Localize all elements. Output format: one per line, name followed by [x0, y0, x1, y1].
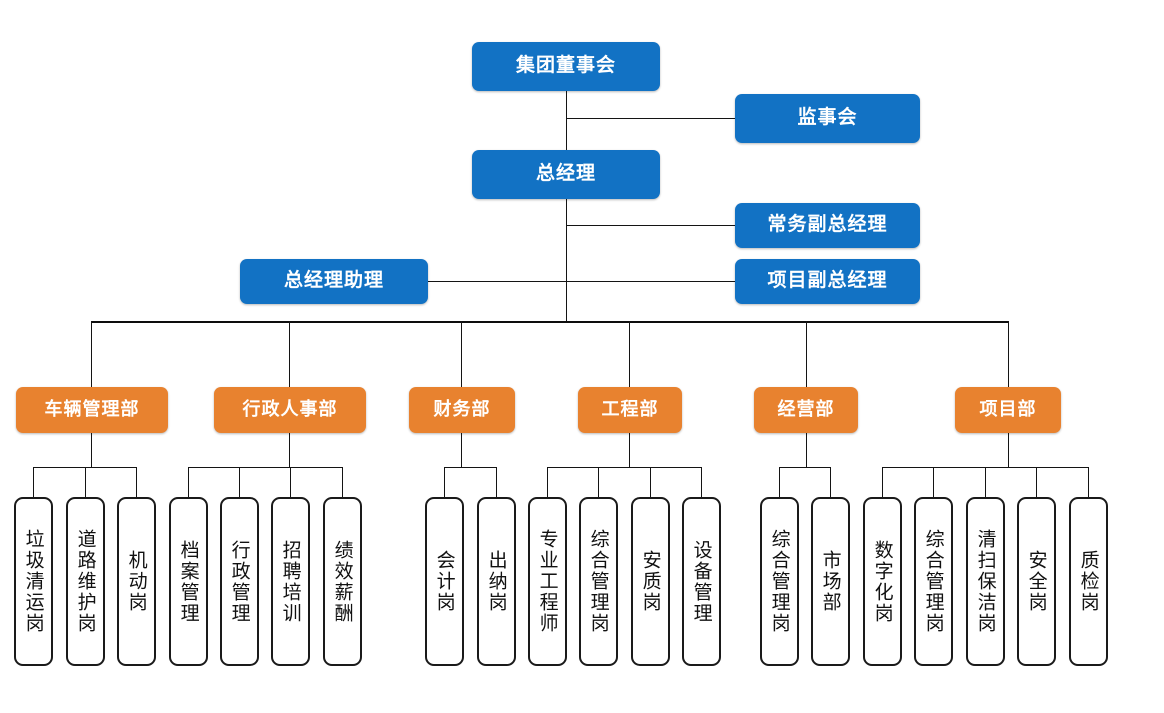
connector-gm-to-assistant — [428, 281, 566, 282]
position-label: 绩效薪酬 — [331, 539, 354, 624]
position-label: 质检岗 — [1077, 550, 1100, 613]
connector-dept0-leaf-1 — [85, 467, 86, 497]
position-box-4-1[interactable]: 市场部 — [811, 497, 850, 666]
position-label: 综合管理岗 — [922, 529, 945, 634]
position-label: 机动岗 — [125, 550, 148, 613]
sub-bus-dept3 — [547, 467, 702, 468]
position-box-3-3[interactable]: 设备管理 — [682, 497, 721, 666]
connector-dept0-leaf-2 — [136, 467, 137, 497]
department-node-4[interactable]: 经营部 — [754, 387, 858, 433]
connector-dept1-stem — [289, 433, 290, 467]
connector-dept3-leaf-1 — [598, 467, 599, 497]
connector-dept4-leaf-0 — [779, 467, 780, 497]
position-label: 出纳岗 — [485, 550, 508, 613]
connector-dept0-stem — [91, 433, 92, 467]
position-box-3-2[interactable]: 安质岗 — [631, 497, 670, 666]
position-label: 安全岗 — [1025, 550, 1048, 613]
connector-dept5-leaf-0 — [882, 467, 883, 497]
connector-dept2-stem — [461, 433, 462, 467]
department-node-5[interactable]: 项目部 — [955, 387, 1061, 433]
department-node-3[interactable]: 工程部 — [578, 387, 682, 433]
connector-gm-to-department-bus — [566, 199, 567, 321]
position-box-1-2[interactable]: 招聘培训 — [271, 497, 310, 666]
department-bus-line — [91, 321, 1008, 323]
position-box-5-0[interactable]: 数字化岗 — [863, 497, 902, 666]
node-board[interactable]: 集团董事会 — [472, 42, 660, 91]
position-label: 道路维护岗 — [74, 529, 97, 634]
sub-bus-dept2 — [444, 467, 497, 468]
position-box-3-1[interactable]: 综合管理岗 — [579, 497, 618, 666]
connector-gm-to-executive-deputy — [566, 225, 735, 226]
connector-dept5-leaf-4 — [1088, 467, 1089, 497]
connector-dept2-leaf-0 — [444, 467, 445, 497]
position-label: 数字化岗 — [871, 539, 894, 624]
node-supervisory-board[interactable]: 监事会 — [735, 94, 920, 143]
node-executive-deputy-gm[interactable]: 常务副总经理 — [735, 203, 920, 248]
connector-dept3-stem — [629, 433, 630, 467]
connector-dept5-leaf-2 — [985, 467, 986, 497]
position-box-5-3[interactable]: 安全岗 — [1017, 497, 1056, 666]
connector-dept4-leaf-1 — [830, 467, 831, 497]
position-label: 行政管理 — [228, 539, 251, 624]
position-label: 市场部 — [819, 550, 842, 613]
connector-dept3-leaf-3 — [701, 467, 702, 497]
node-project-deputy-gm[interactable]: 项目副总经理 — [735, 259, 920, 304]
position-label: 综合管理岗 — [587, 529, 610, 634]
node-gm-assistant[interactable]: 总经理助理 — [240, 259, 428, 304]
connector-dept5-leaf-1 — [933, 467, 934, 497]
connector-dept5-stem — [1008, 433, 1009, 467]
position-label: 垃圾清运岗 — [22, 529, 45, 634]
position-box-1-1[interactable]: 行政管理 — [220, 497, 259, 666]
position-label: 清扫保洁岗 — [974, 529, 997, 634]
connector-gm-spine-to-supervisory — [566, 118, 735, 119]
department-node-2[interactable]: 财务部 — [409, 387, 515, 433]
position-box-0-1[interactable]: 道路维护岗 — [66, 497, 105, 666]
connector-bus-to-dept-5 — [1008, 321, 1009, 387]
position-box-5-4[interactable]: 质检岗 — [1069, 497, 1108, 666]
department-node-0[interactable]: 车辆管理部 — [16, 387, 168, 433]
connector-dept3-leaf-2 — [650, 467, 651, 497]
position-box-2-1[interactable]: 出纳岗 — [477, 497, 516, 666]
position-box-5-2[interactable]: 清扫保洁岗 — [966, 497, 1005, 666]
connector-dept1-leaf-3 — [342, 467, 343, 497]
position-box-5-1[interactable]: 综合管理岗 — [914, 497, 953, 666]
connector-dept1-leaf-1 — [239, 467, 240, 497]
connector-bus-to-dept-1 — [289, 321, 290, 387]
connector-dept1-leaf-0 — [188, 467, 189, 497]
connector-dept3-leaf-0 — [547, 467, 548, 497]
position-label: 安质岗 — [639, 550, 662, 613]
position-box-1-0[interactable]: 档案管理 — [169, 497, 208, 666]
position-box-2-0[interactable]: 会计岗 — [425, 497, 464, 666]
connector-gm-to-project-deputy — [566, 281, 735, 282]
department-node-1[interactable]: 行政人事部 — [214, 387, 366, 433]
position-label: 设备管理 — [690, 539, 713, 624]
connector-dept0-leaf-0 — [33, 467, 34, 497]
connector-bus-to-dept-0 — [91, 321, 92, 387]
position-label: 招聘培训 — [279, 539, 302, 624]
connector-dept2-leaf-1 — [496, 467, 497, 497]
connector-board-to-gm — [566, 91, 567, 150]
position-label: 会计岗 — [433, 550, 456, 613]
position-box-3-0[interactable]: 专业工程师 — [528, 497, 567, 666]
position-box-0-0[interactable]: 垃圾清运岗 — [14, 497, 53, 666]
position-box-4-0[interactable]: 综合管理岗 — [760, 497, 799, 666]
node-general-manager[interactable]: 总经理 — [472, 150, 660, 199]
position-box-1-3[interactable]: 绩效薪酬 — [323, 497, 362, 666]
position-label: 专业工程师 — [536, 529, 559, 634]
connector-bus-to-dept-2 — [461, 321, 462, 387]
connector-bus-to-dept-4 — [806, 321, 807, 387]
connector-dept1-leaf-2 — [290, 467, 291, 497]
connector-dept4-stem — [806, 433, 807, 467]
position-label: 综合管理岗 — [768, 529, 791, 634]
connector-bus-to-dept-3 — [629, 321, 630, 387]
sub-bus-dept4 — [779, 467, 831, 468]
position-box-0-2[interactable]: 机动岗 — [117, 497, 156, 666]
sub-bus-dept1 — [188, 467, 343, 468]
position-label: 档案管理 — [177, 539, 200, 624]
connector-dept5-leaf-3 — [1036, 467, 1037, 497]
